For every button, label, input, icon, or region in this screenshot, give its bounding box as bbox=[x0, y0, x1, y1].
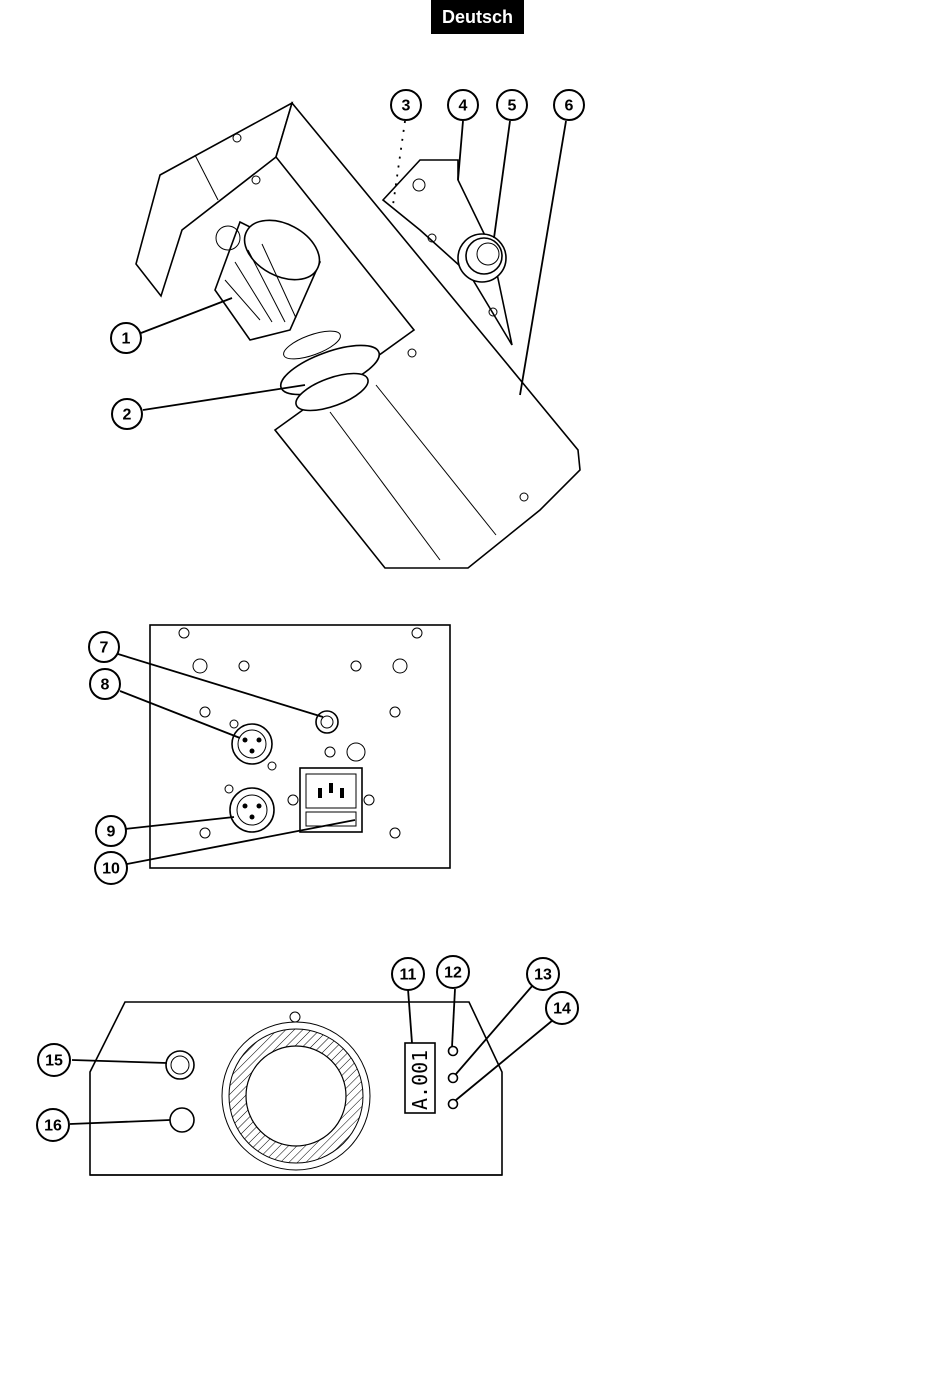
callout-12: 12 bbox=[437, 956, 469, 988]
svg-text:11: 11 bbox=[400, 967, 417, 984]
svg-text:12: 12 bbox=[444, 965, 462, 982]
callout-6: 6 bbox=[554, 90, 584, 120]
svg-text:2: 2 bbox=[123, 407, 132, 424]
svg-text:16: 16 bbox=[44, 1118, 62, 1135]
button-mode[interactable] bbox=[449, 1047, 458, 1056]
dmx-input-socket bbox=[230, 720, 276, 770]
rear-panel bbox=[150, 625, 450, 868]
callout-13: 13 bbox=[527, 958, 559, 990]
svg-text:10: 10 bbox=[102, 861, 120, 878]
callout-16: 16 bbox=[37, 1109, 69, 1141]
svg-text:3: 3 bbox=[402, 98, 411, 115]
button-down[interactable] bbox=[449, 1100, 458, 1109]
callout-7: 7 bbox=[89, 632, 119, 662]
led-display: A.001 bbox=[405, 1043, 435, 1113]
callout-14: 14 bbox=[546, 992, 578, 1024]
svg-text:14: 14 bbox=[553, 1001, 571, 1018]
svg-text:15: 15 bbox=[45, 1053, 63, 1070]
svg-text:13: 13 bbox=[534, 967, 552, 984]
svg-text:4: 4 bbox=[459, 98, 468, 115]
callout-4: 4 bbox=[448, 90, 478, 120]
power-inlet bbox=[288, 768, 374, 832]
svg-text:7: 7 bbox=[100, 640, 109, 657]
callout-9: 9 bbox=[96, 816, 126, 846]
fixing-knob bbox=[458, 234, 506, 282]
callout-3: 3 bbox=[391, 90, 421, 120]
microphone bbox=[166, 1051, 194, 1079]
callout-8: 8 bbox=[90, 669, 120, 699]
callout-11: 11 bbox=[392, 958, 424, 990]
sensitivity-control bbox=[170, 1108, 194, 1132]
svg-text:1: 1 bbox=[122, 331, 131, 348]
svg-text:8: 8 bbox=[101, 677, 110, 694]
dmx-output-socket bbox=[225, 785, 274, 832]
callout-15: 15 bbox=[38, 1044, 70, 1076]
fuse-holder bbox=[316, 711, 338, 733]
callout-2: 2 bbox=[112, 399, 142, 429]
svg-text:9: 9 bbox=[107, 824, 116, 841]
button-up[interactable] bbox=[449, 1074, 458, 1083]
display-readout: A.001 bbox=[408, 1050, 432, 1110]
svg-text:6: 6 bbox=[565, 98, 574, 115]
lens-barrel bbox=[215, 208, 330, 340]
callout-10: 10 bbox=[95, 852, 127, 884]
scanner-side-view bbox=[136, 103, 580, 568]
callout-5: 5 bbox=[497, 90, 527, 120]
svg-text:5: 5 bbox=[508, 98, 517, 115]
lens-opening bbox=[222, 1022, 370, 1170]
callout-1: 1 bbox=[111, 323, 141, 353]
front-panel: A.001 bbox=[90, 1002, 502, 1175]
